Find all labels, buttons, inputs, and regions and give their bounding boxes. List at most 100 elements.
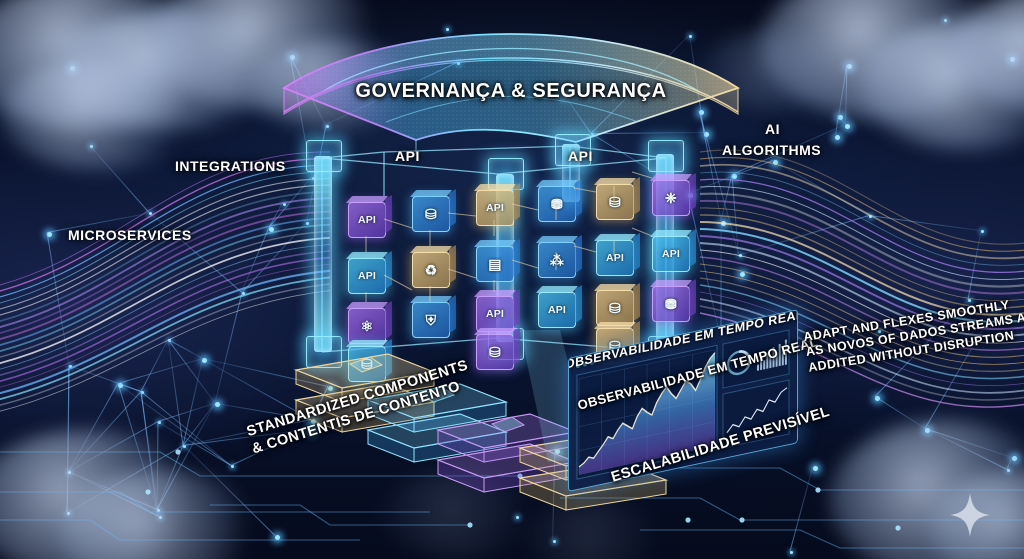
light-ribbon-left	[0, 223, 331, 353]
cube-node-icon: ⁂	[549, 252, 565, 268]
circuit-node	[739, 517, 745, 523]
mesh-node	[231, 464, 235, 468]
light-ribbon-left	[0, 243, 331, 370]
platform-right-face	[341, 401, 435, 433]
platform-gold-left[interactable]	[293, 353, 437, 433]
mini-bar	[775, 352, 778, 367]
platform-cyan[interactable]	[365, 383, 509, 463]
cube-node-icon: ♻	[424, 262, 438, 278]
cloud	[0, 60, 200, 170]
mesh-node	[732, 173, 738, 179]
mesh-node	[812, 466, 818, 472]
circuit-trace	[0, 519, 360, 541]
cube-node-service[interactable]: ⛃	[538, 186, 576, 222]
circuit-node	[685, 517, 691, 523]
light-ribbon-left	[0, 230, 331, 358]
cube-node-label: API	[485, 308, 505, 320]
cube-node-label: API	[357, 214, 377, 226]
observability-dashboard-panel: OBSERVABILIDADE EM TEMPO REAL	[568, 309, 798, 492]
cube-node-api[interactable]: API	[596, 240, 634, 276]
light-ribbon-right	[699, 214, 1024, 309]
mesh-node	[552, 540, 556, 544]
cube-node-service[interactable]: ▤	[476, 246, 514, 282]
light-ribbon-right	[699, 171, 1024, 266]
canopy-shape	[282, 33, 741, 156]
chart-gridline	[579, 373, 715, 403]
canopy-title: GOVERNANÇA & SEGURANÇA	[355, 80, 667, 102]
light-ribbon-right	[699, 192, 1024, 288]
light-ribbon-right	[699, 263, 1024, 358]
cube-top-label-right: API	[568, 148, 593, 164]
light-ribbon-right	[699, 291, 1024, 387]
circuit-node	[175, 449, 181, 455]
chart-gridline	[579, 349, 715, 379]
label-ai: AI	[765, 121, 780, 137]
light-ribbon-left	[0, 157, 331, 292]
mini-bar	[760, 357, 763, 371]
cube-node-service[interactable]: ⛨	[412, 302, 450, 338]
mesh-node	[241, 292, 245, 296]
mini-bar	[784, 339, 787, 365]
mesh-node	[689, 34, 693, 38]
circuit-node	[145, 489, 151, 495]
mesh-node	[328, 385, 334, 391]
cube-node-service[interactable]: ⁂	[538, 242, 576, 278]
cube-node-service[interactable]: ⛁	[596, 290, 634, 326]
cube-node-label: API	[547, 304, 567, 316]
light-ribbon-right	[699, 221, 1024, 316]
cube-beam	[321, 151, 385, 159]
cube-node-icon: ⛃	[551, 196, 563, 212]
cube-beam	[569, 145, 667, 159]
light-ribbon-left	[0, 171, 331, 304]
light-ribbon-left	[0, 217, 331, 347]
light-ribbon-right	[699, 156, 1024, 252]
cube-node-api[interactable]: API	[652, 236, 690, 272]
light-ribbon-right	[699, 298, 1024, 394]
mesh-node	[845, 123, 851, 129]
cube-node-api[interactable]: API	[538, 292, 576, 328]
cube-node-service[interactable]: ⚛	[348, 308, 386, 344]
governance-canopy: GOVERNANÇA & SEGURANÇA	[276, 22, 746, 162]
light-ribbon-left	[0, 276, 331, 401]
light-ribbon-left	[0, 203, 331, 334]
mini-bar	[781, 348, 784, 366]
cube-node-icon: ▤	[488, 256, 502, 272]
platform-connector-cube	[348, 356, 384, 373]
platform-right-face	[413, 401, 507, 433]
cube-node-label: API	[357, 270, 377, 282]
cube-top-label-left: API	[395, 148, 420, 164]
mesh-node	[968, 298, 972, 302]
cube-node-service[interactable]: ⛁	[412, 196, 450, 232]
cube-pillar	[314, 156, 332, 352]
circuit-trace	[0, 451, 520, 477]
light-ribbon-left	[0, 190, 331, 322]
cube-node-service[interactable]: ⛁	[476, 334, 514, 370]
light-ribbon-left	[0, 250, 331, 376]
cube-node-api[interactable]: API	[348, 258, 386, 294]
cube-node-service[interactable]: ⛁	[596, 184, 634, 220]
cube-node-icon: ⛨	[425, 312, 437, 328]
light-ribbon-right	[699, 277, 1024, 373]
cube-node-icon: ⛁	[425, 206, 437, 222]
mesh-node	[47, 231, 53, 237]
light-ribbon-right	[699, 270, 1024, 365]
cube-node-service[interactable]: ♻	[412, 252, 450, 288]
circuit-trace	[560, 497, 1024, 521]
light-ribbon-right	[699, 207, 1024, 302]
cube-node-service[interactable]: ❈	[652, 180, 690, 216]
platform-right-face	[413, 431, 507, 463]
light-ribbon-left	[0, 177, 331, 310]
mesh-node	[555, 449, 561, 455]
cube-node-service[interactable]: ⛃	[652, 286, 690, 322]
cube-node-icon: ⛁	[489, 344, 501, 360]
circuit-node	[815, 487, 821, 493]
mini-bar	[763, 360, 766, 370]
cube-node-api[interactable]: API	[348, 202, 386, 238]
mesh-node	[311, 176, 315, 180]
chart-gridline	[579, 445, 715, 475]
